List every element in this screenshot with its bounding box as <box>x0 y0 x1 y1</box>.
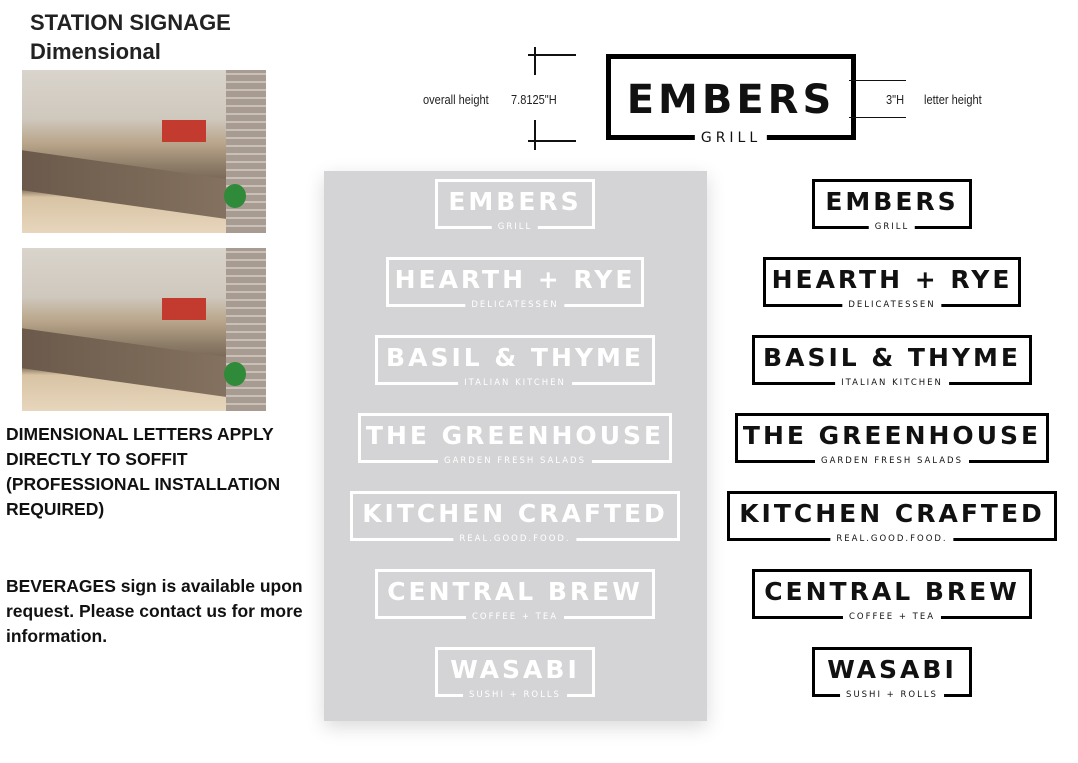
black-sign: BASIL & THYME ITALIAN KITCHEN <box>752 335 1032 389</box>
black-sign: WASABI SUSHI + ROLLS <box>812 647 972 701</box>
white-sign: WASABI SUSHI + ROLLS <box>435 647 595 701</box>
sign-name: THE GREENHOUSE <box>742 421 1042 450</box>
overall-height-value: 7.8125"H <box>511 92 557 107</box>
sign-subtitle: COFFEE + TEA <box>842 612 942 623</box>
title-sub: Dimensional <box>30 39 161 64</box>
sign-subtitle: GARDEN FRESH SALADS <box>815 456 969 467</box>
sign-subtitle: SUSHI + ROLLS <box>840 690 944 701</box>
white-sign: HEARTH + RYE DELICATESSEN <box>386 257 644 311</box>
dimension-sign-sub: GRILL <box>694 129 768 147</box>
sign-name: CENTRAL BREW <box>387 577 643 606</box>
letter-height-value: 3"H <box>886 92 905 107</box>
sign-name: EMBERS <box>448 187 582 216</box>
white-sign: THE GREENHOUSE GARDEN FRESH SALADS <box>358 413 672 467</box>
white-sign: BASIL & THYME ITALIAN KITCHEN <box>375 335 655 389</box>
dimension-sign-name: EMBERS <box>626 77 836 123</box>
title-main: STATION SIGNAGE <box>30 10 231 35</box>
sign-subtitle: ITALIAN KITCHEN <box>835 378 949 389</box>
sign-subtitle: GRILL <box>491 222 539 233</box>
white-sign: KITCHEN CRAFTED REAL.GOOD.FOOD. <box>350 491 680 545</box>
letter-height-label: letter height <box>924 92 982 107</box>
sign-subtitle: SUSHI + ROLLS <box>463 690 567 701</box>
dimension-sign: EMBERS GRILL <box>606 54 856 147</box>
black-sign: HEARTH + RYE DELICATESSEN <box>763 257 1021 311</box>
sign-subtitle: GRILL <box>868 222 916 233</box>
sign-name: EMBERS <box>825 187 959 216</box>
sign-subtitle: ITALIAN KITCHEN <box>458 378 572 389</box>
sign-name: WASABI <box>827 655 957 684</box>
black-sign: THE GREENHOUSE GARDEN FRESH SALADS <box>735 413 1049 467</box>
sign-name: KITCHEN CRAFTED <box>739 499 1045 528</box>
black-sign: CENTRAL BREW COFFEE + TEA <box>752 569 1032 623</box>
station-photo-2 <box>22 248 266 411</box>
sign-name: BASIL & THYME <box>763 343 1021 372</box>
sign-subtitle: DELICATESSEN <box>842 300 942 311</box>
sign-name: HEARTH + RYE <box>394 265 636 294</box>
sign-name: BASIL & THYME <box>386 343 644 372</box>
beverages-note: BEVERAGES sign is available upon request… <box>6 576 303 646</box>
sign-name: KITCHEN CRAFTED <box>362 499 668 528</box>
white-sign: EMBERS GRILL <box>435 179 595 233</box>
station-photo-1 <box>22 70 266 233</box>
sign-name: HEARTH + RYE <box>771 265 1013 294</box>
sign-name: THE GREENHOUSE <box>365 421 665 450</box>
black-sign: EMBERS GRILL <box>812 179 972 233</box>
sign-name: WASABI <box>450 655 580 684</box>
sign-subtitle: DELICATESSEN <box>465 300 565 311</box>
white-sign: CENTRAL BREW COFFEE + TEA <box>375 569 655 623</box>
overall-height-label: overall height <box>423 92 489 107</box>
black-sign: KITCHEN CRAFTED REAL.GOOD.FOOD. <box>727 491 1057 545</box>
sign-subtitle: REAL.GOOD.FOOD. <box>830 534 954 545</box>
install-note: DIMENSIONAL LETTERS APPLY DIRECTLY TO SO… <box>6 424 281 519</box>
sign-name: CENTRAL BREW <box>764 577 1020 606</box>
sign-subtitle: COFFEE + TEA <box>465 612 565 623</box>
sign-subtitle: REAL.GOOD.FOOD. <box>453 534 577 545</box>
page-title: STATION SIGNAGE Dimensional <box>30 8 231 66</box>
sign-subtitle: GARDEN FRESH SALADS <box>438 456 592 467</box>
